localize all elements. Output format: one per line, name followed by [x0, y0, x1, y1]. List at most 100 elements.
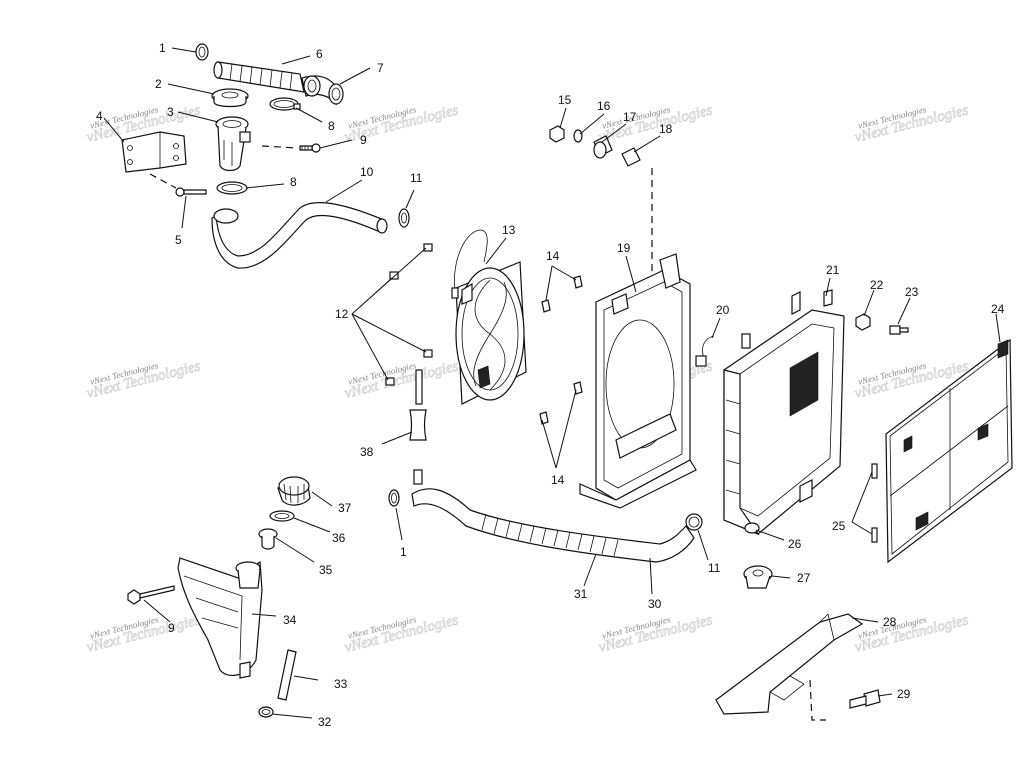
callout-18: 18: [659, 122, 673, 136]
bolt-part-9-lower: [127, 585, 175, 605]
watermark: vNext Technologies vNext Technologies: [853, 102, 971, 147]
leader-lines: [103, 47, 1001, 719]
grille-screen-part-24: [885, 338, 1013, 564]
callout-8-upper: 8: [328, 119, 335, 133]
nut-part-15: [549, 125, 565, 143]
clips-part-14-upper: [541, 275, 583, 313]
callout-25: 25: [832, 519, 846, 533]
reservoir-cap-part-37: [277, 476, 311, 506]
watermark: vNext Technologies vNext Technologies: [597, 612, 715, 657]
callout-4: 4: [96, 109, 103, 123]
bent-hose-part-10: [211, 202, 388, 269]
screw-part-23: [889, 325, 909, 335]
callout-11-upper: 11: [410, 171, 423, 185]
fan-shroud-part-19: [579, 253, 697, 509]
callout-14-lower: 14: [551, 473, 565, 487]
nut-part-22: [855, 313, 871, 331]
callout-11-lower: 11: [708, 561, 721, 575]
watermark: vNext Technologies vNext Technologies: [343, 102, 461, 147]
callout-34: 34: [283, 613, 297, 627]
bolt-part-9-upper: [299, 143, 321, 153]
watermark: vNext Technologies vNext Technologies: [343, 612, 461, 657]
callout-1: 1: [159, 41, 166, 55]
hose-clamp-part-11-upper: [398, 208, 410, 228]
spacer-part-18: [621, 147, 641, 167]
insert-part-35: [258, 528, 278, 550]
assembly-line: [149, 173, 177, 189]
radiator-part-21: [723, 289, 845, 536]
filler-neck-part-3: [215, 116, 251, 172]
bolt-part-29: [849, 689, 881, 709]
elbow-hose-part-7: [301, 75, 344, 106]
callout-30: 30: [648, 597, 662, 611]
mounting-bracket-part-4: [121, 131, 187, 173]
callout-20: 20: [716, 303, 730, 317]
callout-32: 32: [318, 715, 332, 729]
callout-24: 24: [991, 302, 1005, 316]
callout-29: 29: [897, 687, 911, 701]
lower-bracket-part-28: [715, 613, 864, 715]
callout-31: 31: [574, 587, 588, 601]
callout-3: 3: [167, 105, 174, 119]
hose-clamp-part-1-top: [195, 43, 209, 61]
callout-8-lower: 8: [290, 175, 297, 189]
clips-part-25: [871, 463, 878, 543]
watermark: vNext Technologies vNext Technologies: [343, 358, 461, 403]
gasket-part-36: [269, 510, 295, 522]
washer-part-16: [573, 129, 583, 143]
callout-21: 21: [826, 263, 840, 277]
callout-35: 35: [319, 563, 333, 577]
rubber-mount-part-27: [743, 565, 773, 589]
callout-28: 28: [883, 615, 897, 629]
assembly-line: [261, 145, 299, 149]
callout-37: 37: [338, 501, 352, 515]
screw-part-5: [175, 187, 207, 197]
cooling-fan-part-13: [451, 229, 527, 405]
watermark: vNext Technologies vNext Technologies: [853, 612, 971, 657]
callout-15: 15: [558, 93, 572, 107]
clips-part-14-lower: [539, 381, 583, 425]
assembly-line: [809, 679, 826, 721]
radiator-cap-part-2: [211, 88, 249, 108]
callout-7: 7: [377, 61, 384, 75]
callout-14-upper: 14: [546, 249, 560, 263]
callout-36: 36: [332, 531, 346, 545]
callout-17: 17: [623, 110, 637, 124]
callout-1-lower: 1: [400, 545, 407, 559]
hose-clamp-part-32: [258, 706, 274, 718]
studs-part-12: [385, 243, 433, 386]
corrugated-hose-part-6: [213, 61, 305, 93]
hose-clamp-part-11-lower: [685, 513, 703, 531]
callout-10: 10: [360, 165, 374, 179]
callout-33: 33: [334, 677, 348, 691]
callout-13: 13: [502, 223, 516, 237]
callout-16: 16: [597, 99, 611, 113]
hose-clamp-part-8-upper: [269, 97, 301, 111]
coolant-reservoir-part-34: [177, 557, 263, 679]
lower-hose-part-30-31: [411, 488, 695, 563]
hose-clamp-part-1-lower: [388, 489, 400, 507]
grommet-part-17: [593, 135, 613, 159]
fitting-part-26: [744, 522, 760, 534]
callout-6: 6: [316, 47, 323, 61]
callout-19: 19: [617, 241, 631, 255]
temperature-sensor-part-20: [695, 333, 751, 367]
callout-9-lower: 9: [168, 621, 175, 635]
coupler-part-38: [409, 369, 427, 485]
callout-23: 23: [905, 285, 919, 299]
hose-clamp-part-8-lower: [216, 181, 248, 195]
callout-12: 12: [335, 307, 349, 321]
callout-2: 2: [155, 77, 162, 91]
callout-38: 38: [360, 445, 374, 459]
watermark: vNext Technologies vNext Technologies: [85, 612, 203, 657]
callout-9-upper: 9: [360, 133, 367, 147]
callout-26: 26: [788, 537, 802, 551]
callout-22: 22: [870, 278, 884, 292]
watermark: vNext Technologies vNext Technologies: [597, 102, 715, 147]
callout-numbers: 1 2 3 4 5 6 7 8 9 8 10 11 12 13 14 14 15…: [96, 41, 1005, 729]
callout-27: 27: [797, 571, 811, 585]
callout-5: 5: [175, 233, 182, 247]
overflow-hose-part-33: [277, 649, 297, 701]
watermark: vNext Technologies vNext Technologies: [85, 358, 203, 403]
